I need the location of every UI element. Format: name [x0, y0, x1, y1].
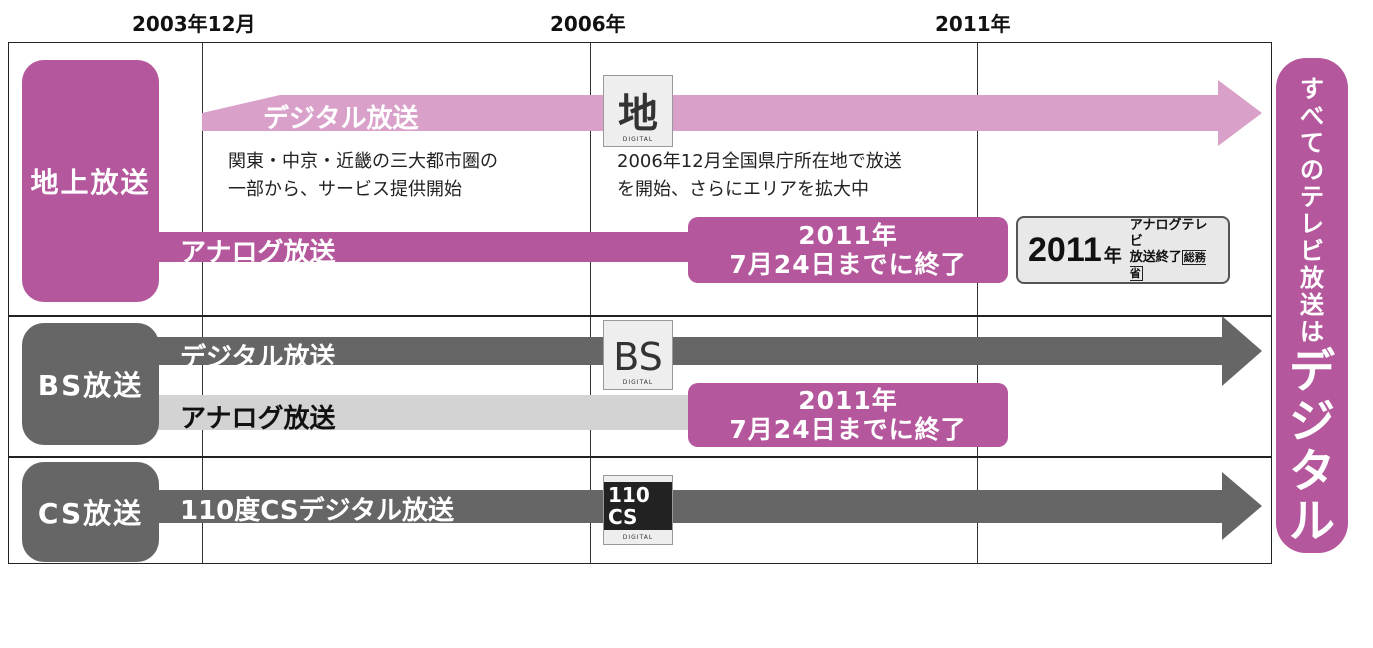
pill-char: レ	[1300, 210, 1324, 238]
gridline-2003	[202, 42, 203, 564]
badge-nen: 年	[1103, 246, 1122, 267]
end-date: 7月24日までに終了	[729, 250, 967, 279]
pill-char: は	[1300, 318, 1324, 346]
badge-line2-text: 放送終了	[1129, 250, 1182, 265]
desc-line: 一部から、サービス提供開始	[228, 179, 462, 200]
pill-large-text: デジタルへ!!	[1289, 346, 1335, 646]
terrestrial-desc-1: 関東・中京・近畿の三大都市圏の 一部から、サービス提供開始	[228, 148, 498, 204]
bs-analog-arrow	[150, 395, 700, 430]
badge-year: 2011	[1028, 230, 1102, 269]
desc-line: 2006年12月全国県庁所在地で放送	[617, 151, 902, 172]
pill-char: べ	[1300, 102, 1324, 130]
analog-end-badge: 2011 年 アナログテレビ 放送終了総務省	[1016, 216, 1230, 284]
terrestrial-analog-label: アナログ放送	[180, 238, 336, 268]
pill-char: 送	[1300, 291, 1324, 319]
pill-char: ジ	[1289, 394, 1335, 448]
badge-line2: 放送終了総務省	[1129, 250, 1218, 282]
badge-line1: アナログテレビ	[1129, 218, 1208, 249]
end-year: 2011年	[798, 386, 898, 415]
terrestrial-digital-label: デジタル放送	[263, 104, 419, 134]
category-terrestrial: 地上放送	[22, 60, 159, 302]
year-label-2011: 2011年	[935, 12, 1011, 36]
logo-sub: DIGITAL	[622, 136, 654, 143]
category-cs: CS放送	[22, 462, 159, 562]
all-tv-digital-pill: すべてのテレビ放送は デジタルへ!!	[1276, 58, 1348, 646]
desc-line: を開始、さらにエリアを拡大中	[617, 179, 869, 200]
pill-char: デ	[1289, 344, 1335, 398]
terrestrial-analog-end-box: 2011年 7月24日までに終了	[688, 217, 1008, 283]
badge-text: アナログテレビ 放送終了総務省	[1129, 218, 1218, 282]
arrows-layer	[150, 80, 1262, 540]
cs-digital-label: 110度CSデジタル放送	[180, 496, 455, 526]
year-label-2006: 2006年	[550, 12, 626, 36]
pill-char: 放	[1300, 264, 1324, 292]
logo-sub: DIGITAL	[622, 379, 654, 386]
bs-analog-end-box: 2011年 7月24日までに終了	[688, 383, 1008, 447]
year-label-2003: 2003年12月	[132, 12, 256, 36]
pill-small-text: すべてのテレビ放送は	[1300, 76, 1324, 346]
end-year: 2011年	[798, 221, 898, 250]
terrestrial-desc-2: 2006年12月全国県庁所在地で放送 を開始、さらにエリアを拡大中	[617, 148, 902, 204]
pill-char: て	[1300, 129, 1324, 157]
gridline-2011	[977, 42, 978, 564]
logo-glyph: BS	[613, 335, 663, 379]
pill-char: タ	[1289, 444, 1335, 498]
row-divider-1	[8, 315, 1272, 317]
bs-digital-arrow	[150, 316, 1262, 386]
pill-char: ル	[1289, 494, 1335, 548]
gridline-2006	[590, 42, 591, 564]
terrestrial-digital-logo: 地 DIGITAL	[603, 75, 673, 147]
timeline-frame	[8, 42, 1272, 564]
logo-glyph: 地	[618, 91, 658, 137]
bs-digital-label: デジタル放送	[180, 343, 336, 373]
bs-digital-logo: BS DIGITAL	[603, 320, 673, 390]
badge-ministry: 総務省	[1129, 250, 1206, 281]
pill-char: ビ	[1300, 237, 1324, 265]
pill-char: テ	[1300, 183, 1324, 211]
pill-char: の	[1300, 156, 1324, 184]
cs-digital-arrow	[150, 472, 1262, 540]
category-bs: BS放送	[22, 323, 159, 445]
logo-glyph: 110 CS	[604, 482, 672, 530]
terrestrial-analog-arrow	[150, 232, 700, 262]
row-divider-2	[8, 456, 1272, 458]
bs-analog-label: アナログ放送	[180, 404, 336, 434]
cs-digital-logo: 110 CS DIGITAL	[603, 475, 673, 545]
terrestrial-digital-arrow	[202, 80, 1262, 146]
pill-char: へ	[1289, 544, 1335, 598]
end-date: 7月24日までに終了	[729, 415, 967, 444]
logo-sub: DIGITAL	[622, 534, 654, 541]
desc-line: 関東・中京・近畿の三大都市圏の	[228, 151, 498, 172]
pill-char: !!	[1289, 594, 1331, 648]
pill-char: す	[1300, 75, 1324, 103]
